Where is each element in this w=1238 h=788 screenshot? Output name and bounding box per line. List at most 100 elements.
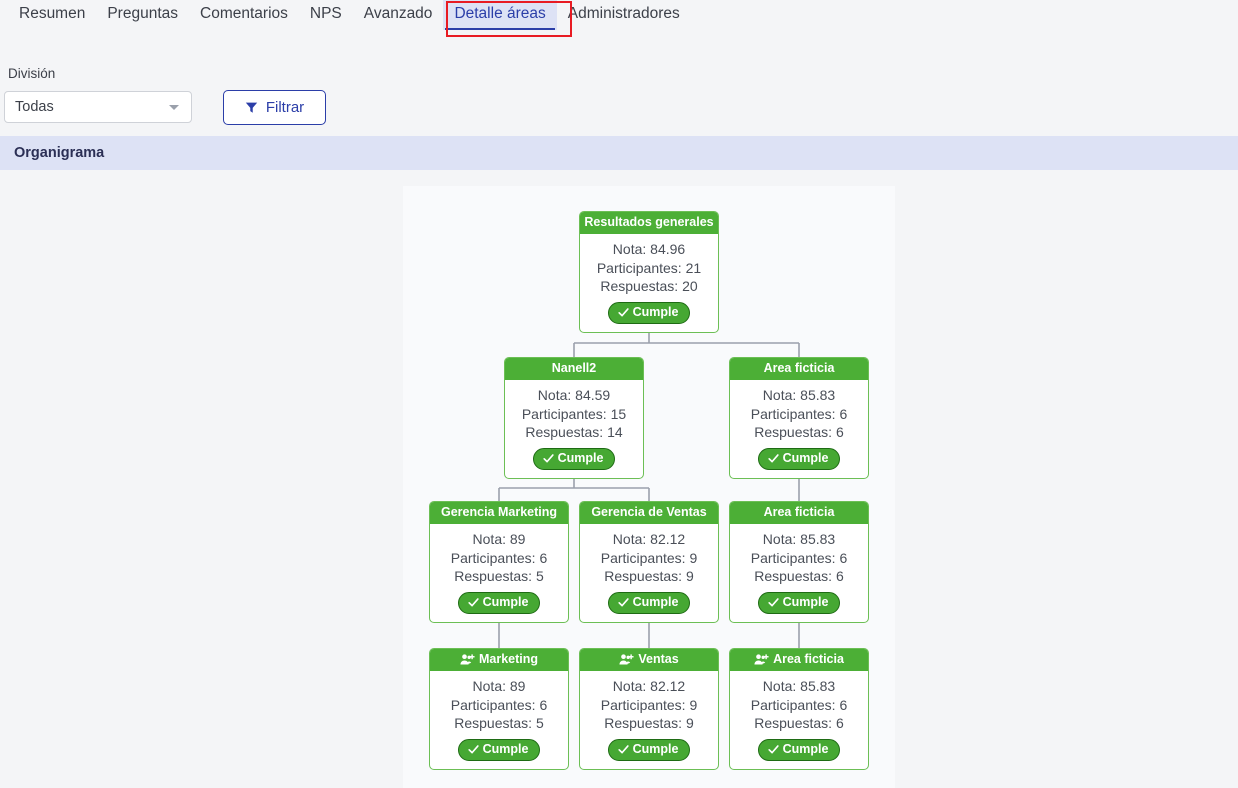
org-node-participantes-label: Participantes:	[600, 696, 686, 713]
tab-avanzado[interactable]: Avanzado	[353, 0, 444, 30]
org-node-nota-label: Nota:	[537, 387, 572, 403]
org-node-participantes-value: 9	[689, 696, 698, 713]
org-node-nota: Nota: 84.59	[509, 386, 639, 405]
org-node-participantes-value: 6	[839, 549, 848, 566]
org-node-respuestas-label: Respuestas:	[604, 715, 683, 731]
org-node-participantes-value: 6	[839, 696, 848, 713]
status-badge-wrap: Cumple	[734, 733, 864, 761]
org-node-header: Gerencia Marketing	[430, 502, 568, 524]
org-node-participantes-value: 9	[689, 549, 698, 566]
org-node-title: Nanell2	[551, 361, 597, 375]
tab-label: NPS	[309, 5, 342, 22]
org-node-title: Gerencia de Ventas	[591, 505, 707, 519]
status-badge-label: Cumple	[632, 304, 679, 319]
org-node-respuestas-value: 5	[535, 715, 544, 731]
org-node-title: Gerencia Marketing	[440, 505, 557, 519]
status-badge-label: Cumple	[482, 594, 529, 609]
org-node-respuestas-label: Respuestas:	[525, 424, 604, 440]
organigrama-section-header: Organigrama	[0, 136, 1238, 170]
people-add-icon	[460, 653, 475, 666]
org-node-participantes: Participantes: 6	[434, 549, 564, 568]
status-badge-wrap: Cumple	[734, 586, 864, 614]
org-node-respuestas: Respuestas: 5	[434, 714, 564, 733]
org-node-nota-value: 85.83	[800, 387, 836, 403]
org-node-participantes: Participantes: 6	[734, 549, 864, 568]
status-badge-label: Cumple	[782, 450, 829, 465]
chevron-down-icon	[169, 104, 179, 110]
tab-detalle-áreas[interactable]: Detalle áreas	[443, 0, 557, 30]
org-node-respuestas-label: Respuestas:	[754, 424, 833, 440]
org-node-nota: Nota: 89	[434, 530, 564, 549]
org-node-respuestas-value: 20	[682, 278, 698, 294]
tab-comentarios[interactable]: Comentarios	[189, 0, 299, 30]
org-node-nota-value: 89	[509, 531, 526, 547]
status-badge-wrap: Cumple	[434, 733, 564, 761]
org-node-respuestas: Respuestas: 6	[734, 423, 864, 442]
tab-nps[interactable]: NPS	[299, 0, 353, 30]
org-node-header: Ventas	[580, 649, 718, 671]
org-node-title: Area ficticia	[763, 361, 835, 375]
org-node-nota-label: Nota:	[762, 531, 797, 547]
check-icon	[617, 744, 629, 755]
status-badge-wrap: Cumple	[734, 442, 864, 470]
division-select[interactable]: Todas	[4, 91, 192, 123]
filter-button[interactable]: Filtrar	[223, 90, 326, 125]
funnel-icon	[245, 101, 258, 114]
org-node-nota-label: Nota:	[612, 241, 647, 257]
org-node-nota: Nota: 85.83	[734, 530, 864, 549]
org-node-nota-label: Nota:	[612, 531, 647, 547]
org-node-respuestas-value: 9	[685, 715, 694, 731]
status-badge: Cumple	[457, 591, 541, 614]
org-node-respuestas-value: 5	[535, 568, 544, 584]
status-badge-label: Cumple	[782, 741, 829, 756]
org-node-respuestas-label: Respuestas:	[604, 568, 683, 584]
org-node-participantes-value: 15	[610, 405, 627, 422]
division-select-value: Todas	[15, 99, 54, 115]
org-node-respuestas: Respuestas: 9	[584, 714, 714, 733]
org-node-nota-value: 82.12	[650, 531, 686, 547]
check-icon	[767, 597, 779, 608]
status-badge: Cumple	[457, 738, 541, 761]
org-node-respuestas-label: Respuestas:	[600, 278, 679, 294]
tab-resumen[interactable]: Resumen	[8, 0, 96, 30]
org-node-respuestas: Respuestas: 5	[434, 567, 564, 586]
org-node-header: Area ficticia	[730, 502, 868, 524]
check-icon	[767, 744, 779, 755]
org-node-respuestas-value: 9	[685, 568, 694, 584]
tab-administradores[interactable]: Administradores	[557, 0, 691, 30]
org-node-title: Area ficticia	[763, 505, 835, 519]
status-badge: Cumple	[607, 301, 691, 324]
status-badge: Cumple	[757, 447, 841, 470]
status-badge: Cumple	[757, 591, 841, 614]
org-node-respuestas-value: 6	[835, 715, 844, 731]
org-node-header: Marketing	[430, 649, 568, 671]
org-node-participantes-label: Participantes:	[600, 549, 686, 566]
org-node-nota-label: Nota:	[472, 531, 506, 547]
status-badge-wrap: Cumple	[509, 442, 639, 470]
org-node-participantes-value: 6	[539, 549, 548, 566]
org-node-title: Area ficticia	[773, 652, 844, 666]
org-node-nota-label: Nota:	[762, 387, 797, 403]
org-node-header: Gerencia de Ventas	[580, 502, 718, 524]
org-node-header: Area ficticia	[730, 649, 868, 671]
status-badge: Cumple	[607, 591, 691, 614]
tab-preguntas[interactable]: Preguntas	[96, 0, 189, 30]
org-node-nota: Nota: 85.83	[734, 677, 864, 696]
tab-label: Preguntas	[107, 5, 179, 22]
check-icon	[617, 307, 629, 318]
org-node-header: Nanell2	[505, 358, 643, 380]
